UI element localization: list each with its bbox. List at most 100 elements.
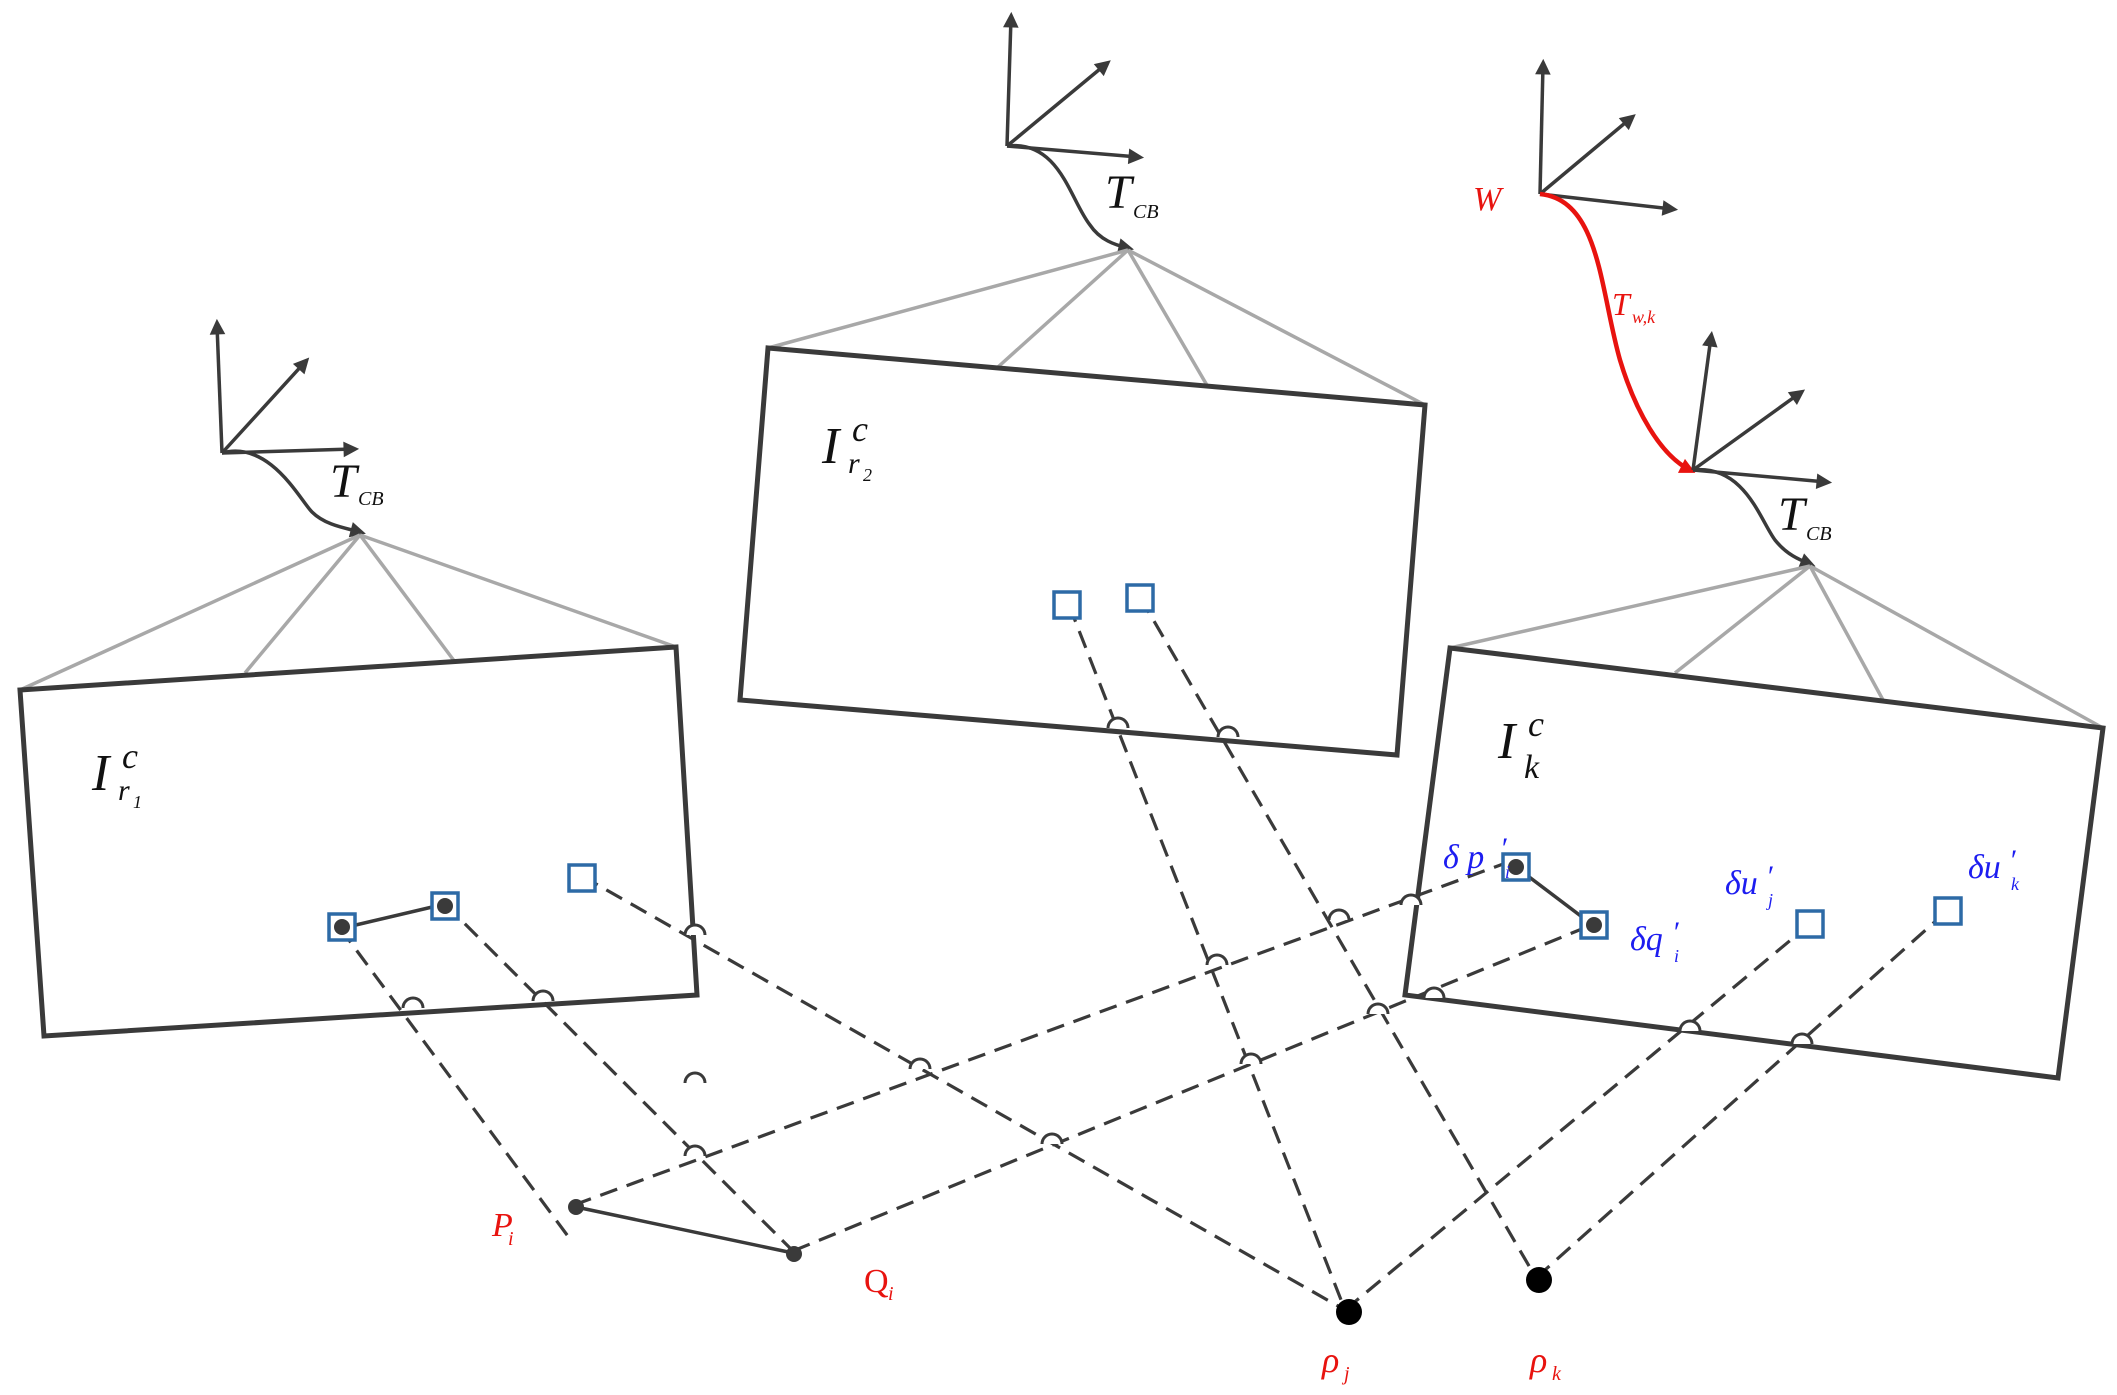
crossing-arc	[1790, 1032, 1814, 1045]
observation-point-frame1	[567, 863, 597, 893]
label-rho-j: ρ	[1321, 1340, 1339, 1380]
image-plane-1	[17, 644, 700, 1039]
observation-dot	[1586, 917, 1602, 933]
label-point-Q-sub: i	[888, 1283, 894, 1305]
axis-up-icon	[1535, 58, 1551, 195]
body-axes-2	[1003, 11, 1145, 165]
label-residual-dp: δ p	[1443, 839, 1484, 876]
label-extrinsic-sub: CB	[1133, 201, 1159, 223]
crossing-arc	[683, 923, 707, 936]
crossing-arc	[1327, 908, 1351, 921]
point-P	[568, 1199, 584, 1215]
crossing-arc	[683, 1144, 707, 1157]
observation-rhok-frame3	[1933, 896, 1963, 926]
observation-rhoj-frame2	[1052, 590, 1082, 620]
world-frame	[1535, 58, 1696, 473]
ray-rhoj-to-frame1	[581, 874, 1346, 1312]
crossing-arc	[1106, 716, 1130, 729]
labels: I c r 1 I c r 2 I c k T CB T CB T CB W T…	[91, 166, 2020, 1385]
crossing-arc	[1239, 1052, 1263, 1065]
label-sub: k	[2011, 874, 2020, 894]
crossing-arc	[401, 996, 425, 1009]
line-observation-1	[342, 902, 446, 930]
observation-rhoj-frame3	[1795, 909, 1825, 939]
label-residual-du-k: δu	[1968, 849, 2001, 886]
label-subsub: 1	[133, 792, 142, 812]
label-sub: r	[848, 447, 860, 480]
observation-dot	[1508, 859, 1524, 875]
label-world-transform: T	[1612, 286, 1632, 322]
world-transform-curve	[1539, 191, 1696, 473]
camera-frame-1	[17, 318, 707, 1039]
line-P-Q	[575, 1205, 794, 1255]
label-point-Q: Q	[864, 1263, 889, 1300]
label-sup: c	[852, 409, 868, 449]
axis-diag-icon	[1691, 389, 1806, 472]
extrinsic-curve-2	[1006, 143, 1134, 254]
observation-P-frame3	[1501, 852, 1531, 882]
crossing-arc	[1040, 1132, 1064, 1145]
observation-rhok-frame2	[1125, 583, 1155, 613]
crossing-arc	[1399, 893, 1423, 906]
crossing-arc	[1366, 1002, 1390, 1015]
label-sub: j	[1766, 890, 1773, 910]
label-extrinsic-2: T	[1105, 166, 1135, 219]
label-residual-dq: δq	[1630, 921, 1663, 958]
label-sup: c	[122, 736, 138, 776]
extrinsic-curve-3	[1692, 468, 1816, 568]
label-image-plane-1: I	[91, 745, 112, 802]
ray-Q-to-frame3	[792, 922, 1595, 1253]
body-axes-1	[209, 318, 360, 458]
crossing-arc	[908, 1057, 932, 1070]
camera-frame-2	[737, 11, 1428, 758]
label-point-P-sub: i	[508, 1228, 514, 1250]
label-extrinsic-3: T	[1778, 488, 1808, 541]
axis-up-icon	[209, 318, 226, 454]
label-sup: c	[1528, 704, 1544, 744]
ray-P-to-frame3	[573, 858, 1515, 1207]
observation-dot	[334, 919, 350, 935]
image-plane-2	[737, 345, 1428, 758]
label-extrinsic-sub: CB	[1806, 523, 1832, 545]
projection-rays	[338, 596, 1950, 1312]
label-rho-k: ρ	[1529, 1340, 1547, 1380]
label-sub: i	[1505, 862, 1510, 882]
axis-diag-icon	[1538, 114, 1636, 196]
label-sub: r	[118, 774, 130, 807]
ray-rhok-to-frame3	[1534, 908, 1950, 1280]
label-sub: k	[1524, 749, 1540, 786]
label-residual-du-j: δu	[1725, 865, 1758, 902]
label-prime: ′	[1766, 860, 1773, 893]
label-prime: ′	[2009, 844, 2016, 877]
label-extrinsic-sub: CB	[358, 488, 384, 510]
landmarks	[568, 1199, 1552, 1325]
label-world-transform-sub: w,k	[1632, 307, 1656, 327]
frustum-2	[767, 248, 1426, 407]
label-rho-j-sub: j	[1341, 1363, 1350, 1385]
image-plane-3	[1402, 645, 2106, 1081]
crossing-arc	[531, 989, 555, 1002]
axis-right-icon	[1539, 192, 1679, 216]
ray-crossings	[683, 908, 1390, 1157]
crossing-arc	[1422, 986, 1446, 999]
frustum-3	[1449, 564, 2104, 730]
crossing-arc	[1216, 725, 1240, 738]
point-Q	[786, 1246, 802, 1262]
ray-Q-to-frame1	[443, 902, 795, 1253]
ray-P-to-frame1	[338, 927, 575, 1244]
label-prime: ′	[1672, 916, 1679, 949]
label-image-plane-3: I	[1497, 713, 1518, 770]
axis-diag-icon	[1005, 60, 1111, 148]
label-sub: i	[1674, 946, 1679, 966]
frustum-1	[19, 533, 677, 692]
ray-rhok-to-frame2	[1138, 596, 1538, 1279]
axis-diag-icon	[220, 357, 310, 455]
label-rho-k-sub: k	[1552, 1363, 1562, 1385]
axis-up-icon	[1003, 11, 1019, 147]
label-extrinsic-1: T	[330, 455, 360, 508]
ray-rhoj-to-frame2	[1067, 604, 1347, 1311]
axis-up-icon	[1691, 330, 1718, 471]
observation-dot	[437, 898, 453, 914]
crossing-arc	[1678, 1019, 1702, 1032]
crossing-arc	[1205, 953, 1229, 966]
